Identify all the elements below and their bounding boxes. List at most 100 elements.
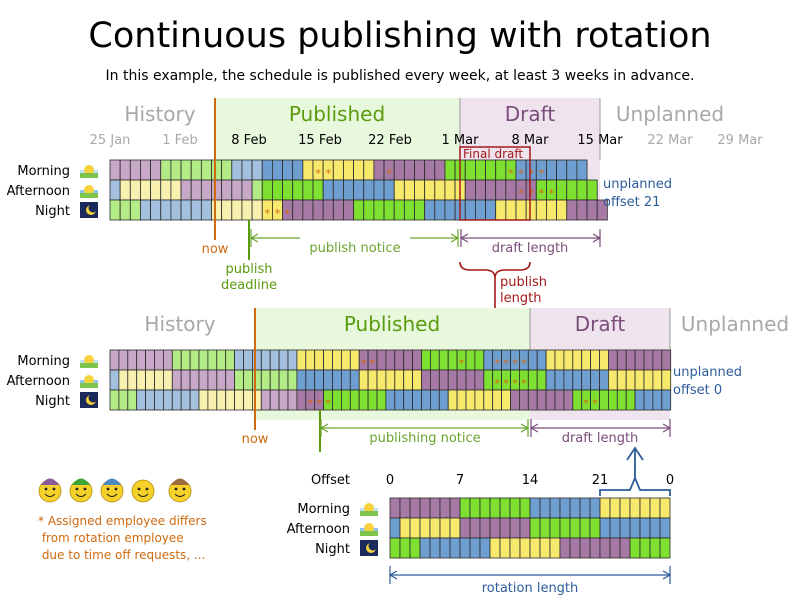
- top-grid-cell: [414, 159, 426, 181]
- top-grid-cell: [322, 179, 334, 201]
- bottom-grid-cell: [412, 349, 422, 371]
- bottom-grid-cell: [625, 389, 636, 411]
- bottom-grid-cell: [403, 369, 414, 391]
- bottom-grid-cell: [180, 369, 191, 391]
- rotation-grid-cell: [629, 517, 641, 539]
- rotation-grid-cell: [399, 517, 411, 539]
- rotation-grid-cell: [469, 497, 481, 519]
- top-grid-star-mark: *: [528, 167, 534, 180]
- top-shift-label: Morning: [17, 164, 70, 179]
- top-grid-cell: [241, 199, 253, 221]
- top-grid-cell: [343, 199, 355, 221]
- bottom-grid-cell: [661, 349, 672, 371]
- rotation-grid-cell: [509, 537, 521, 559]
- top-draft-label: Draft: [505, 102, 556, 126]
- sun-afternoon-icon: [84, 185, 94, 195]
- top-grid-cell: [221, 179, 233, 201]
- rotation-grid-cell: [549, 537, 561, 559]
- bottom-grid-cell: [180, 389, 191, 411]
- bottom-grid-cell: [421, 349, 431, 371]
- bottom-grid-cell: [581, 369, 592, 391]
- bottom-grid-cell: [118, 349, 129, 371]
- bottom-grid-cell: [296, 349, 307, 371]
- bottom-grid-cell: [171, 389, 182, 411]
- bottom-grid-cell: [634, 389, 645, 411]
- bottom-grid-cell: [474, 349, 485, 371]
- bottom-grid-star-mark: *: [459, 357, 465, 370]
- sun-morning-icon: [80, 363, 98, 368]
- bottom-grid-cell: [652, 369, 663, 391]
- bottom-grid-star-mark: *: [583, 397, 589, 410]
- bottom-grid-cell: [545, 349, 556, 371]
- top-grid-cell: [271, 159, 283, 181]
- brown-hat-employee-icon: [171, 478, 189, 485]
- diagram-title: Continuous publishing with rotation: [88, 16, 712, 56]
- top-grid-star-mark: *: [275, 207, 281, 220]
- top-grid-cell: [414, 199, 426, 221]
- top-grid-cell: [363, 199, 375, 221]
- rotation-grid-cell: [439, 497, 451, 519]
- bottom-grid-cell: [145, 349, 155, 371]
- rotation-grid-cell: [429, 537, 441, 559]
- bottom-grid-cell: [519, 389, 529, 411]
- bottom-grid-cell: [189, 349, 200, 371]
- top-grid-cell: [211, 179, 223, 201]
- top-grid-cell: [140, 199, 151, 221]
- top-grid-cell: [383, 179, 395, 201]
- top-grid-cell: [332, 179, 344, 201]
- rotation-grid-cell: [619, 517, 631, 539]
- bottom-grid-cell: [216, 369, 227, 391]
- top-grid-cell: [444, 199, 456, 221]
- top-grid-cell: [596, 199, 608, 221]
- rotation-grid-cell: [549, 497, 561, 519]
- top-grid-cell: [312, 179, 324, 201]
- bottom-grid-cell: [207, 389, 218, 411]
- brown-hat-employee-icon: [174, 487, 178, 491]
- bottom-grid-cell: [474, 369, 485, 391]
- sun-afternoon-icon: [84, 375, 94, 385]
- bottom-grid-cell: [296, 369, 307, 391]
- bottom-grid-star-mark: *: [503, 357, 509, 370]
- bottom-grid-cell: [572, 349, 583, 371]
- rotation-grid-cell: [389, 497, 401, 519]
- top-grid-cell: [353, 199, 365, 221]
- rotation-grid-cell: [609, 497, 621, 519]
- top-grid-star-mark: *: [386, 167, 392, 180]
- bottom-grid-star-mark: *: [325, 397, 331, 410]
- top-grid-cell: [373, 199, 385, 221]
- top-grid-cell: [434, 179, 446, 201]
- top-grid-cell: [271, 179, 283, 201]
- top-shift-label: Night: [35, 204, 70, 219]
- top-grid-cell: [414, 179, 426, 201]
- rotation-grid-cell: [599, 537, 611, 559]
- top-grid-cell: [373, 179, 385, 201]
- bottom-grid-cell: [563, 349, 574, 371]
- green-hat-employee-icon: [72, 478, 90, 485]
- top-grid-cell: [322, 199, 334, 221]
- top-grid-cell: [403, 179, 415, 201]
- yellow-employee-icon: [137, 487, 141, 491]
- bottom-grid-cell: [625, 349, 636, 371]
- bottom-grid-cell: [340, 369, 351, 391]
- top-date-label: 25 Jan: [90, 133, 131, 148]
- rotation-grid-cell: [569, 497, 581, 519]
- top-grid-cell: [129, 159, 141, 181]
- yellow-employee-icon: [131, 479, 155, 503]
- bottom-grid-star-mark: *: [494, 357, 500, 370]
- top-grid-cell: [393, 159, 405, 181]
- bottom-grid-cell: [412, 389, 422, 411]
- rotation-grid-cell: [659, 537, 671, 559]
- rotation-grid-cell: [409, 537, 421, 559]
- green-hat-employee-icon: [75, 487, 79, 491]
- rotation-grid-cell: [629, 537, 641, 559]
- rotation-shift-label: Morning: [297, 502, 350, 517]
- rotation-grid-cell: [499, 517, 511, 539]
- top-grid-star-mark: *: [528, 187, 534, 200]
- bottom-grid-cell: [154, 389, 164, 411]
- bottom-grid-cell: [590, 349, 600, 371]
- bottom-grid-cell: [661, 389, 672, 411]
- top-grid-cell: [160, 179, 172, 201]
